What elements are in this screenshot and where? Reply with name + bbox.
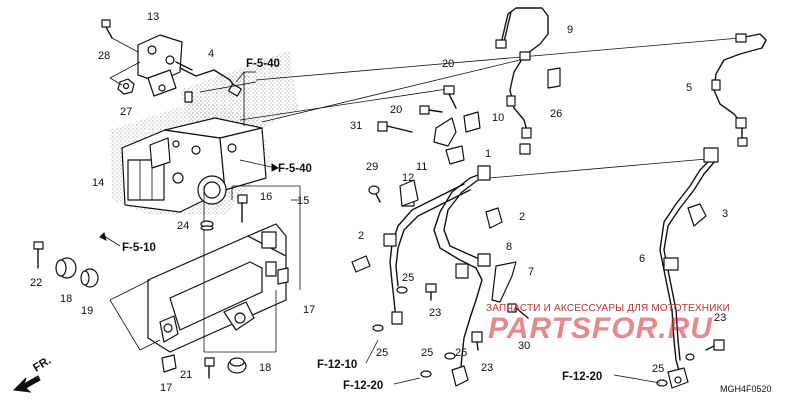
callout-15: 15 [297, 195, 309, 207]
figure-code: MGH4F0520 [720, 384, 772, 394]
callout-11: 11 [416, 161, 427, 173]
callout-17b: 17 [160, 382, 172, 394]
callout-18b: 18 [259, 362, 271, 374]
callout-2: 2 [358, 230, 364, 242]
brake-hose-12 [383, 183, 471, 325]
callout-20b: 20 [390, 104, 402, 116]
callout-14: 14 [92, 177, 104, 189]
brake-hose-8 [433, 165, 491, 387]
callout-19: 19 [81, 305, 93, 317]
callout-13: 13 [147, 11, 159, 23]
callout-6: 6 [639, 253, 645, 265]
brake-hose-5 [711, 33, 767, 147]
fasteners-right [368, 85, 725, 387]
ref-f-12-20-left: F-12-20 [343, 380, 383, 392]
callout-25b: 25 [376, 347, 388, 359]
callout-16: 16 [260, 191, 272, 203]
callout-5: 5 [686, 82, 692, 94]
grommets-and-collars [33, 241, 289, 379]
callout-17: 17 [303, 304, 315, 316]
watermark-text: ЗАПЧАСТИ И АКСЕССУАРЫ ДЛЯ МОТОТЕХНИКИ [486, 303, 731, 314]
callout-25c: 25 [421, 347, 433, 359]
callout-7: 7 [528, 266, 534, 278]
brake-hose-9 [495, 7, 549, 155]
ref-f-12-20-right: F-12-20 [562, 371, 602, 383]
callout-25d: 25 [455, 347, 467, 359]
callout-9: 9 [567, 24, 573, 36]
callout-28: 28 [98, 50, 110, 62]
callout-18: 18 [60, 293, 72, 305]
callout-23: 23 [429, 307, 441, 319]
small-fasteners-left [101, 19, 141, 95]
abs-mounting-bracket [147, 223, 287, 353]
hose-clamps [351, 67, 707, 303]
callout-3: 3 [722, 208, 728, 220]
ref-f-5-40-mid: F-5-40 [278, 163, 312, 175]
ref-f-5-10: F-5-10 [122, 242, 156, 254]
bracket-bolts [200, 194, 248, 231]
callout-bracket-lines [109, 185, 301, 353]
callout-23b: 23 [481, 362, 493, 374]
leader-lines [199, 37, 741, 179]
callout-22: 22 [30, 277, 42, 289]
callout-31: 31 [350, 120, 362, 132]
callout-30: 30 [518, 340, 530, 352]
callout-4: 4 [208, 48, 214, 60]
callout-12: 12 [402, 172, 414, 184]
callout-1: 1 [485, 148, 491, 160]
fr-label: FR. [31, 355, 53, 375]
ref-f-12-10: F-12-10 [317, 359, 357, 371]
callout-29: 29 [366, 161, 378, 173]
callout-25e: 25 [652, 363, 664, 375]
three-way-joint [137, 34, 242, 103]
front-direction-arrow [12, 375, 41, 393]
callout-10: 10 [492, 112, 504, 124]
callout-25: 25 [402, 272, 414, 284]
callout-26: 26 [550, 108, 562, 120]
section-references: F-5-40 F-5-40 F-5-10 F-12-10 F-12-20 F-1… [99, 58, 661, 392]
brake-hose-6 [659, 147, 719, 389]
callout-23c: 23 [714, 312, 726, 324]
watermark-logo: PARTSFOR.RU [488, 312, 713, 345]
ref-f-5-40-top: F-5-40 [246, 58, 280, 70]
callout-27: 27 [120, 106, 132, 118]
callout-8: 8 [506, 241, 512, 253]
callout-2b: 2 [519, 211, 525, 223]
callout-21: 21 [180, 369, 192, 381]
callout-24: 24 [177, 220, 189, 232]
abs-modulator-unit [121, 117, 267, 213]
callout-20: 20 [442, 58, 454, 70]
callouts: 13 28 4 27 14 24 16 15 22 18 19 17 17 21… [30, 11, 728, 394]
